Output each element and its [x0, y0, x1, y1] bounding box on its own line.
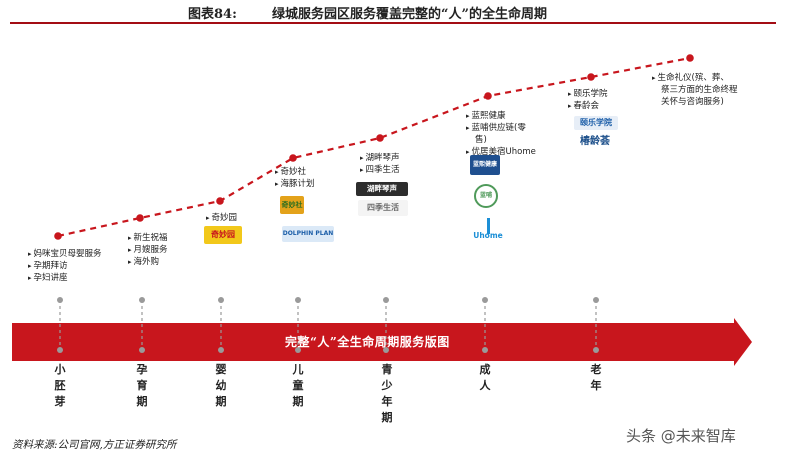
- curve-node: [136, 214, 144, 222]
- stage-connector-dot: [218, 347, 224, 353]
- service-list-1: 新生祝福 月嫂服务 海外购: [128, 232, 168, 268]
- stage-label-adult: 成人: [479, 363, 491, 392]
- service-list-4: 湖畔琴声 四季生活: [360, 152, 400, 176]
- stage-label-elderly: 老年: [590, 363, 602, 392]
- stage-connector-dot: [139, 347, 145, 353]
- service-item-continued: 售): [475, 135, 487, 145]
- yile-college-logo: 颐乐学院: [574, 116, 618, 130]
- lifecycle-curve: [57, 56, 691, 238]
- uhome-logo: Uhome: [470, 216, 506, 244]
- stage-connector-dot: [295, 347, 301, 353]
- watermark: 头条 @未来智库: [626, 427, 736, 445]
- stage-label-pregnancy: 孕育期: [136, 363, 148, 408]
- service-item: 新生祝福: [128, 232, 168, 244]
- service-list-7: 生命礼仪(殡、葬、 祭三方面的生命终程 关怀与咨询服务): [652, 72, 738, 108]
- lifecycle-band-arrow: [12, 318, 752, 366]
- figure-title-bar: 图表84: 绿城服务园区服务覆盖完整的“人”的全生命周期: [10, 0, 776, 24]
- curve-node: [376, 134, 384, 142]
- stage-connector-dot: [482, 347, 488, 353]
- source-note: 资料来源:公司官网,方正证券研究所: [12, 439, 177, 451]
- service-list-3: 奇妙社 海豚计划: [275, 166, 315, 190]
- service-item: 蓝熙健康: [466, 110, 536, 122]
- figure-number: 图表84:: [188, 7, 237, 22]
- stage-connector-dot: [57, 297, 63, 303]
- service-item: 春龄会: [568, 100, 608, 112]
- service-item: 海外购: [128, 256, 168, 268]
- service-item: 海豚计划: [275, 178, 315, 190]
- stage-label-embryo: 小胚芽: [54, 363, 66, 408]
- figure-title: 绿城服务园区服务覆盖完整的“人”的全生命周期: [272, 7, 547, 22]
- service-item: 妈咪宝贝母婴服务: [28, 248, 102, 260]
- stage-connector-dot: [218, 297, 224, 303]
- curve-node: [484, 92, 492, 100]
- stage-connector-dot: [383, 347, 389, 353]
- service-item: 孕期拜访: [28, 260, 102, 272]
- siji-shenghuo-logo: 四季生活: [358, 200, 408, 216]
- service-item: 生命礼仪(殡、葬、: [652, 72, 738, 84]
- lifecycle-band-title: 完整“人”全生命周期服务版图: [285, 335, 450, 349]
- lanbu-logo: 蓝哺: [474, 184, 498, 208]
- curve-node: [54, 232, 62, 240]
- service-list-0: 妈咪宝贝母婴服务 孕期拜访 孕妇讲座: [28, 248, 102, 284]
- chunling-logo: 椿龄荟: [580, 136, 610, 147]
- service-item: 湖畔琴声: [360, 152, 400, 164]
- service-item: 颐乐学院: [568, 88, 608, 100]
- hupan-qinsheng-logo: 湖畔琴声: [356, 182, 408, 196]
- curve-node: [216, 197, 224, 205]
- service-item: 四季生活: [360, 164, 400, 176]
- curve-node: [587, 73, 595, 81]
- service-item-continued: 关怀与咨询服务): [661, 97, 724, 107]
- service-list-2: 奇妙园: [206, 212, 238, 224]
- stage-connector-dot: [139, 297, 145, 303]
- stage-connector-dot: [482, 297, 488, 303]
- qimiaoyuan-logo: 奇妙园: [204, 226, 242, 244]
- service-item-continued: 祭三方面的生命终程: [661, 85, 738, 95]
- stage-label-childhood: 儿童期: [292, 363, 304, 408]
- service-list-6: 颐乐学院 春龄会: [568, 88, 608, 112]
- stage-connector-dot: [593, 297, 599, 303]
- stage-label-infancy: 婴幼期: [215, 363, 227, 408]
- service-item: 奇妙园: [206, 212, 238, 224]
- service-item: 蓝哺供应链(零: [466, 122, 536, 134]
- dolphin-plan-logo: DOLPHIN PLAN: [282, 226, 334, 242]
- lanxi-health-logo: 蓝熙健康: [470, 155, 500, 175]
- stage-connector-dot: [593, 347, 599, 353]
- service-item: 优居美宿Uhome: [466, 146, 536, 158]
- curve-node: [686, 54, 694, 62]
- service-item: 奇妙社: [275, 166, 315, 178]
- stage-label-adolescence: 青少年期: [381, 363, 393, 424]
- stage-connector-dot: [57, 347, 63, 353]
- stage-connector-dot: [383, 297, 389, 303]
- curve-node: [289, 154, 297, 162]
- service-list-5: 蓝熙健康 蓝哺供应链(零 售) 优居美宿Uhome: [466, 110, 536, 158]
- stage-connector-dot: [295, 297, 301, 303]
- qimiaoshe-logo: 奇妙社: [280, 196, 304, 214]
- service-item: 孕妇讲座: [28, 272, 102, 284]
- service-item: 月嫂服务: [128, 244, 168, 256]
